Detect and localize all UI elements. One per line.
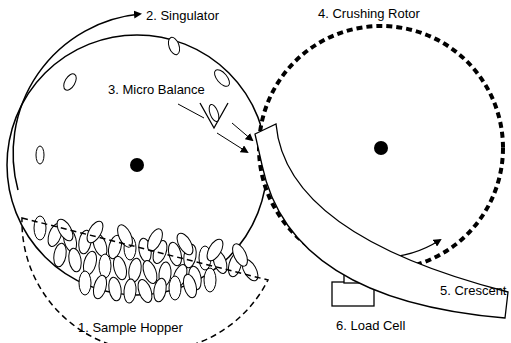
callout-label: 5. Crescent xyxy=(440,283,506,298)
drop-arrow xyxy=(217,133,247,152)
axle xyxy=(130,158,144,172)
callout-label: 4. Crushing Rotor xyxy=(318,6,420,21)
callout-label: 2. Singulator xyxy=(146,8,219,23)
callout-label: 1. Sample Hopper xyxy=(78,320,183,335)
seed xyxy=(207,103,221,123)
leader-line xyxy=(178,104,204,118)
rotation-arrow xyxy=(13,14,140,190)
micro-balance xyxy=(200,103,228,128)
hopper-outline xyxy=(22,218,268,343)
singulator-wheel xyxy=(7,35,267,295)
seed xyxy=(99,254,111,278)
seed xyxy=(144,227,165,254)
seeds xyxy=(36,36,232,164)
drop-arrow xyxy=(232,123,252,140)
seed xyxy=(91,274,109,300)
seed xyxy=(84,219,106,246)
seed xyxy=(107,276,123,302)
axle xyxy=(374,141,388,155)
callout-label: 3. Micro Balance xyxy=(108,82,205,97)
seed xyxy=(135,278,154,305)
seed xyxy=(54,217,76,244)
seed xyxy=(123,279,137,304)
seed xyxy=(204,268,216,292)
seed xyxy=(174,231,196,258)
seed xyxy=(181,273,199,299)
seed xyxy=(52,242,68,268)
callout-label: 6. Load Cell xyxy=(336,318,405,333)
seed xyxy=(229,242,250,269)
seed xyxy=(152,277,168,303)
seed xyxy=(169,276,181,300)
seed xyxy=(67,247,83,273)
seed xyxy=(79,271,91,295)
hopper-seeds xyxy=(34,216,261,304)
crescent xyxy=(255,124,508,318)
seed xyxy=(34,216,46,240)
seed xyxy=(204,237,226,264)
